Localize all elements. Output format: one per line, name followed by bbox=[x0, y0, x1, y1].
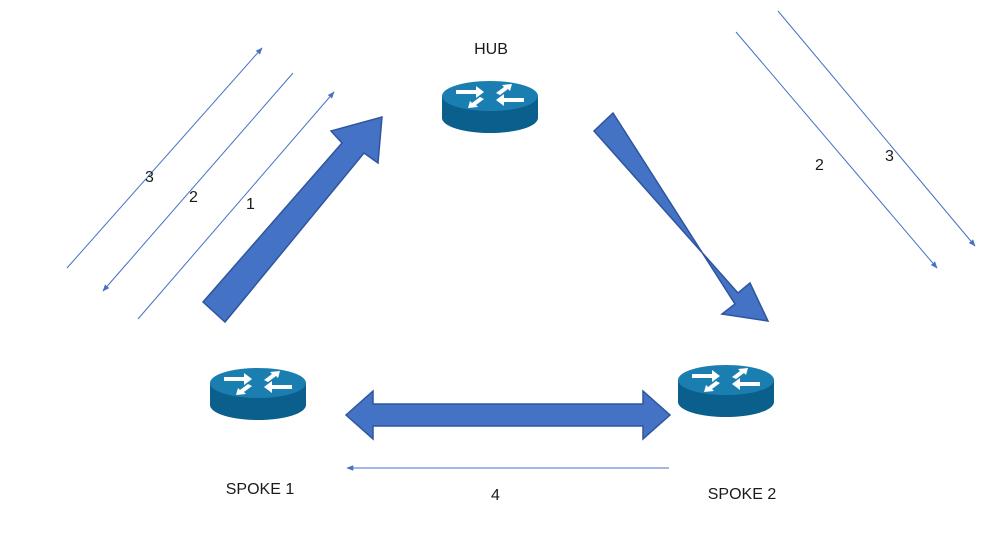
block-arrow-hub-to-spoke2 bbox=[592, 111, 770, 322]
step-arrow-right-2 bbox=[735, 31, 938, 269]
step-label-right-2: 2 bbox=[815, 157, 824, 174]
router-icon bbox=[678, 365, 774, 417]
step-label-left-2: 2 bbox=[189, 189, 198, 206]
step-label-right-3: 3 bbox=[885, 148, 894, 165]
spoke1-router bbox=[210, 368, 306, 420]
step-arrow-left-1 bbox=[137, 91, 335, 320]
block-arrow-spoke1-to-hub bbox=[201, 115, 383, 324]
spoke1-label: SPOKE 1 bbox=[226, 481, 295, 498]
router-icon bbox=[210, 368, 306, 420]
step-arrow-right-3 bbox=[777, 10, 976, 247]
step-label-left-1: 1 bbox=[246, 196, 255, 213]
step-label-bottom-4: 4 bbox=[491, 487, 500, 504]
step-arrow-left-3 bbox=[66, 47, 263, 269]
step-arrow-left-2 bbox=[102, 72, 294, 292]
spoke2-router bbox=[678, 365, 774, 417]
hub-label: HUB bbox=[474, 41, 508, 58]
spoke2-label: SPOKE 2 bbox=[708, 486, 777, 503]
block-arrow-spoke1-spoke2 bbox=[344, 389, 672, 441]
router-icon bbox=[442, 81, 538, 133]
step-label-left-3: 3 bbox=[145, 169, 154, 186]
hub-router bbox=[442, 81, 538, 133]
